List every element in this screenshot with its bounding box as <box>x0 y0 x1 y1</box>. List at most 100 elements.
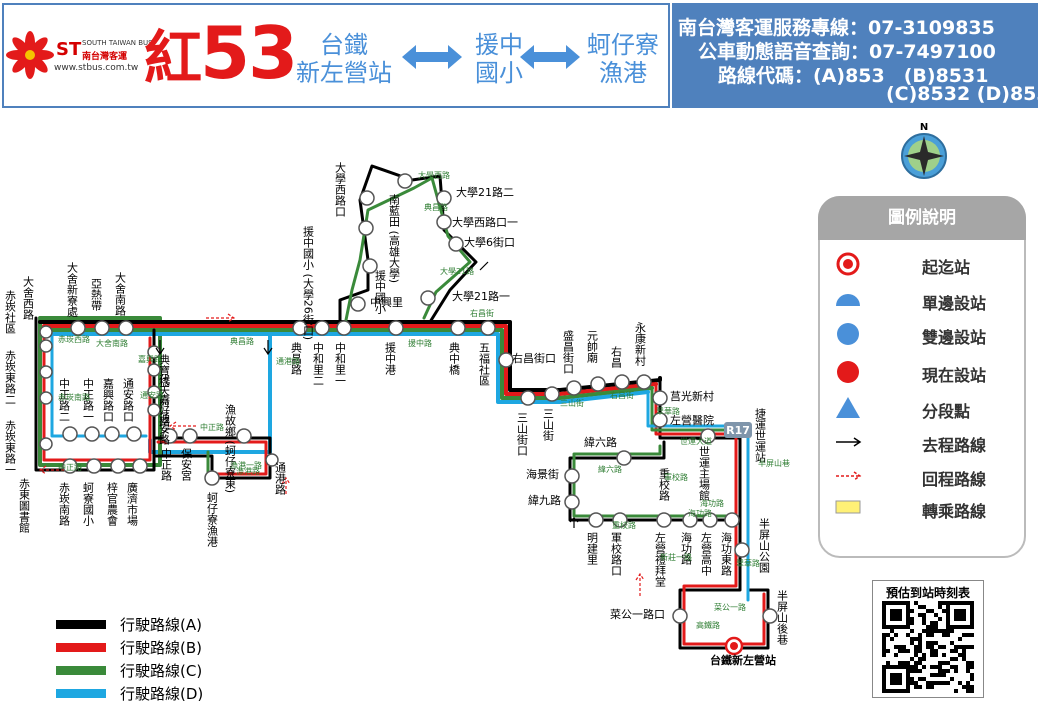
road-label: 三山街 <box>560 398 584 408</box>
qr-module <box>882 665 886 669</box>
qr-module <box>914 653 918 657</box>
qr-module <box>954 669 958 673</box>
stop-dot <box>682 512 698 528</box>
legend-title: 圖例說明 <box>818 196 1026 240</box>
qr-module <box>926 629 930 633</box>
qr-module <box>922 657 926 661</box>
road-label: 典昌路 <box>230 336 254 346</box>
qr-module <box>882 609 886 613</box>
qr-module <box>918 657 922 661</box>
stop-dot <box>358 220 374 236</box>
qr-module <box>882 637 886 641</box>
qr-module <box>934 641 938 645</box>
qr-module <box>954 649 958 653</box>
qr-module <box>954 601 958 605</box>
stop-dot <box>182 428 198 444</box>
road-label: 翠華路 <box>656 406 680 416</box>
legend-label: 現在設站 <box>922 366 987 385</box>
qr-module <box>906 661 910 665</box>
stop-dot <box>612 512 628 528</box>
qr-module <box>918 645 922 649</box>
stop-label: 菜公一路口 <box>610 608 665 621</box>
stop-label: 援中國小 (大學26街口) <box>302 225 315 340</box>
right-b <box>654 382 766 646</box>
stop-label: 大學西路口 <box>334 161 347 217</box>
qr-module <box>910 669 914 673</box>
legend-label: 分段點 <box>922 402 971 421</box>
road-label: 右昌街 <box>470 308 494 318</box>
qr-module <box>882 633 886 637</box>
qr-module <box>890 677 894 681</box>
qr-module <box>962 645 966 649</box>
qr-module <box>950 629 954 633</box>
stop-dot <box>162 428 178 444</box>
stop-dot <box>62 458 78 474</box>
qr-module <box>918 677 922 681</box>
stop-dot <box>480 320 496 336</box>
qr-module <box>958 681 962 685</box>
qr-module <box>954 657 958 661</box>
qr-module <box>902 661 906 665</box>
road-label: 典昌路 <box>424 202 448 212</box>
qr-module <box>966 689 970 693</box>
qr-code-icon[interactable] <box>882 601 974 693</box>
qr-module <box>970 613 974 617</box>
legend-row: 回程路線 <box>820 462 1026 492</box>
qr-module <box>946 669 950 673</box>
legend-label: 起迄站 <box>922 258 971 277</box>
qr-module <box>910 637 914 641</box>
stop-label: 捷運世運站 <box>754 407 767 464</box>
stop-label: 中正路一 <box>82 378 95 422</box>
road-label: 半屏山巷 <box>758 458 790 468</box>
stop-dot <box>436 214 452 230</box>
qr-module <box>930 609 934 613</box>
stop-label: 三山街 <box>542 408 555 442</box>
qr-module <box>934 625 938 629</box>
qr-module <box>906 633 910 637</box>
road-label: 軍校路 <box>664 472 688 482</box>
qr-module <box>926 645 930 649</box>
qr-module <box>938 645 942 649</box>
qr-module <box>898 601 902 605</box>
qr-module <box>946 681 950 685</box>
qr-module <box>890 601 894 605</box>
stop-dot <box>397 173 413 189</box>
stop-label: 大舍南路 <box>114 271 127 317</box>
qr-module <box>930 673 934 677</box>
qr-module <box>942 633 946 637</box>
legend-row: 現在設站 <box>820 358 1026 388</box>
qr-module <box>962 613 966 617</box>
qr-module <box>886 649 890 653</box>
qr-module <box>942 669 946 673</box>
qr-module <box>918 661 922 665</box>
stop-label: 典寶橋 <box>158 353 171 388</box>
mid-loop-c <box>572 444 738 518</box>
qr-module <box>898 645 902 649</box>
qr-module <box>910 665 914 669</box>
qr-module <box>934 673 938 677</box>
stop-label: 台鐵新左營站 <box>710 653 776 667</box>
qr-module <box>890 681 894 685</box>
road-label: 重校路 <box>612 520 636 530</box>
stop-label: 明建里 <box>586 532 599 565</box>
qr-module <box>914 649 918 653</box>
qr-module <box>890 613 894 617</box>
stop-label: 緯九路 <box>528 493 561 507</box>
stop-dot <box>544 386 560 402</box>
qr-module <box>926 641 930 645</box>
legend-row: 分段點 <box>820 394 1026 424</box>
qr-module <box>914 681 918 685</box>
stop-dot <box>388 320 404 336</box>
qr-panel[interactable]: 預估到站時刻表 <box>872 580 984 698</box>
stop-dot <box>436 190 452 206</box>
stop-label: 海功東路 <box>720 531 733 577</box>
qr-module <box>902 645 906 649</box>
qr-module <box>946 661 950 665</box>
legend-row: 去程路線 <box>820 428 1026 458</box>
stop-label: 中和里一 <box>334 342 347 386</box>
qr-module <box>954 609 958 613</box>
stop-dot <box>94 320 110 336</box>
qr-module <box>882 613 886 617</box>
qr-module <box>958 637 962 641</box>
qr-module <box>910 681 914 685</box>
